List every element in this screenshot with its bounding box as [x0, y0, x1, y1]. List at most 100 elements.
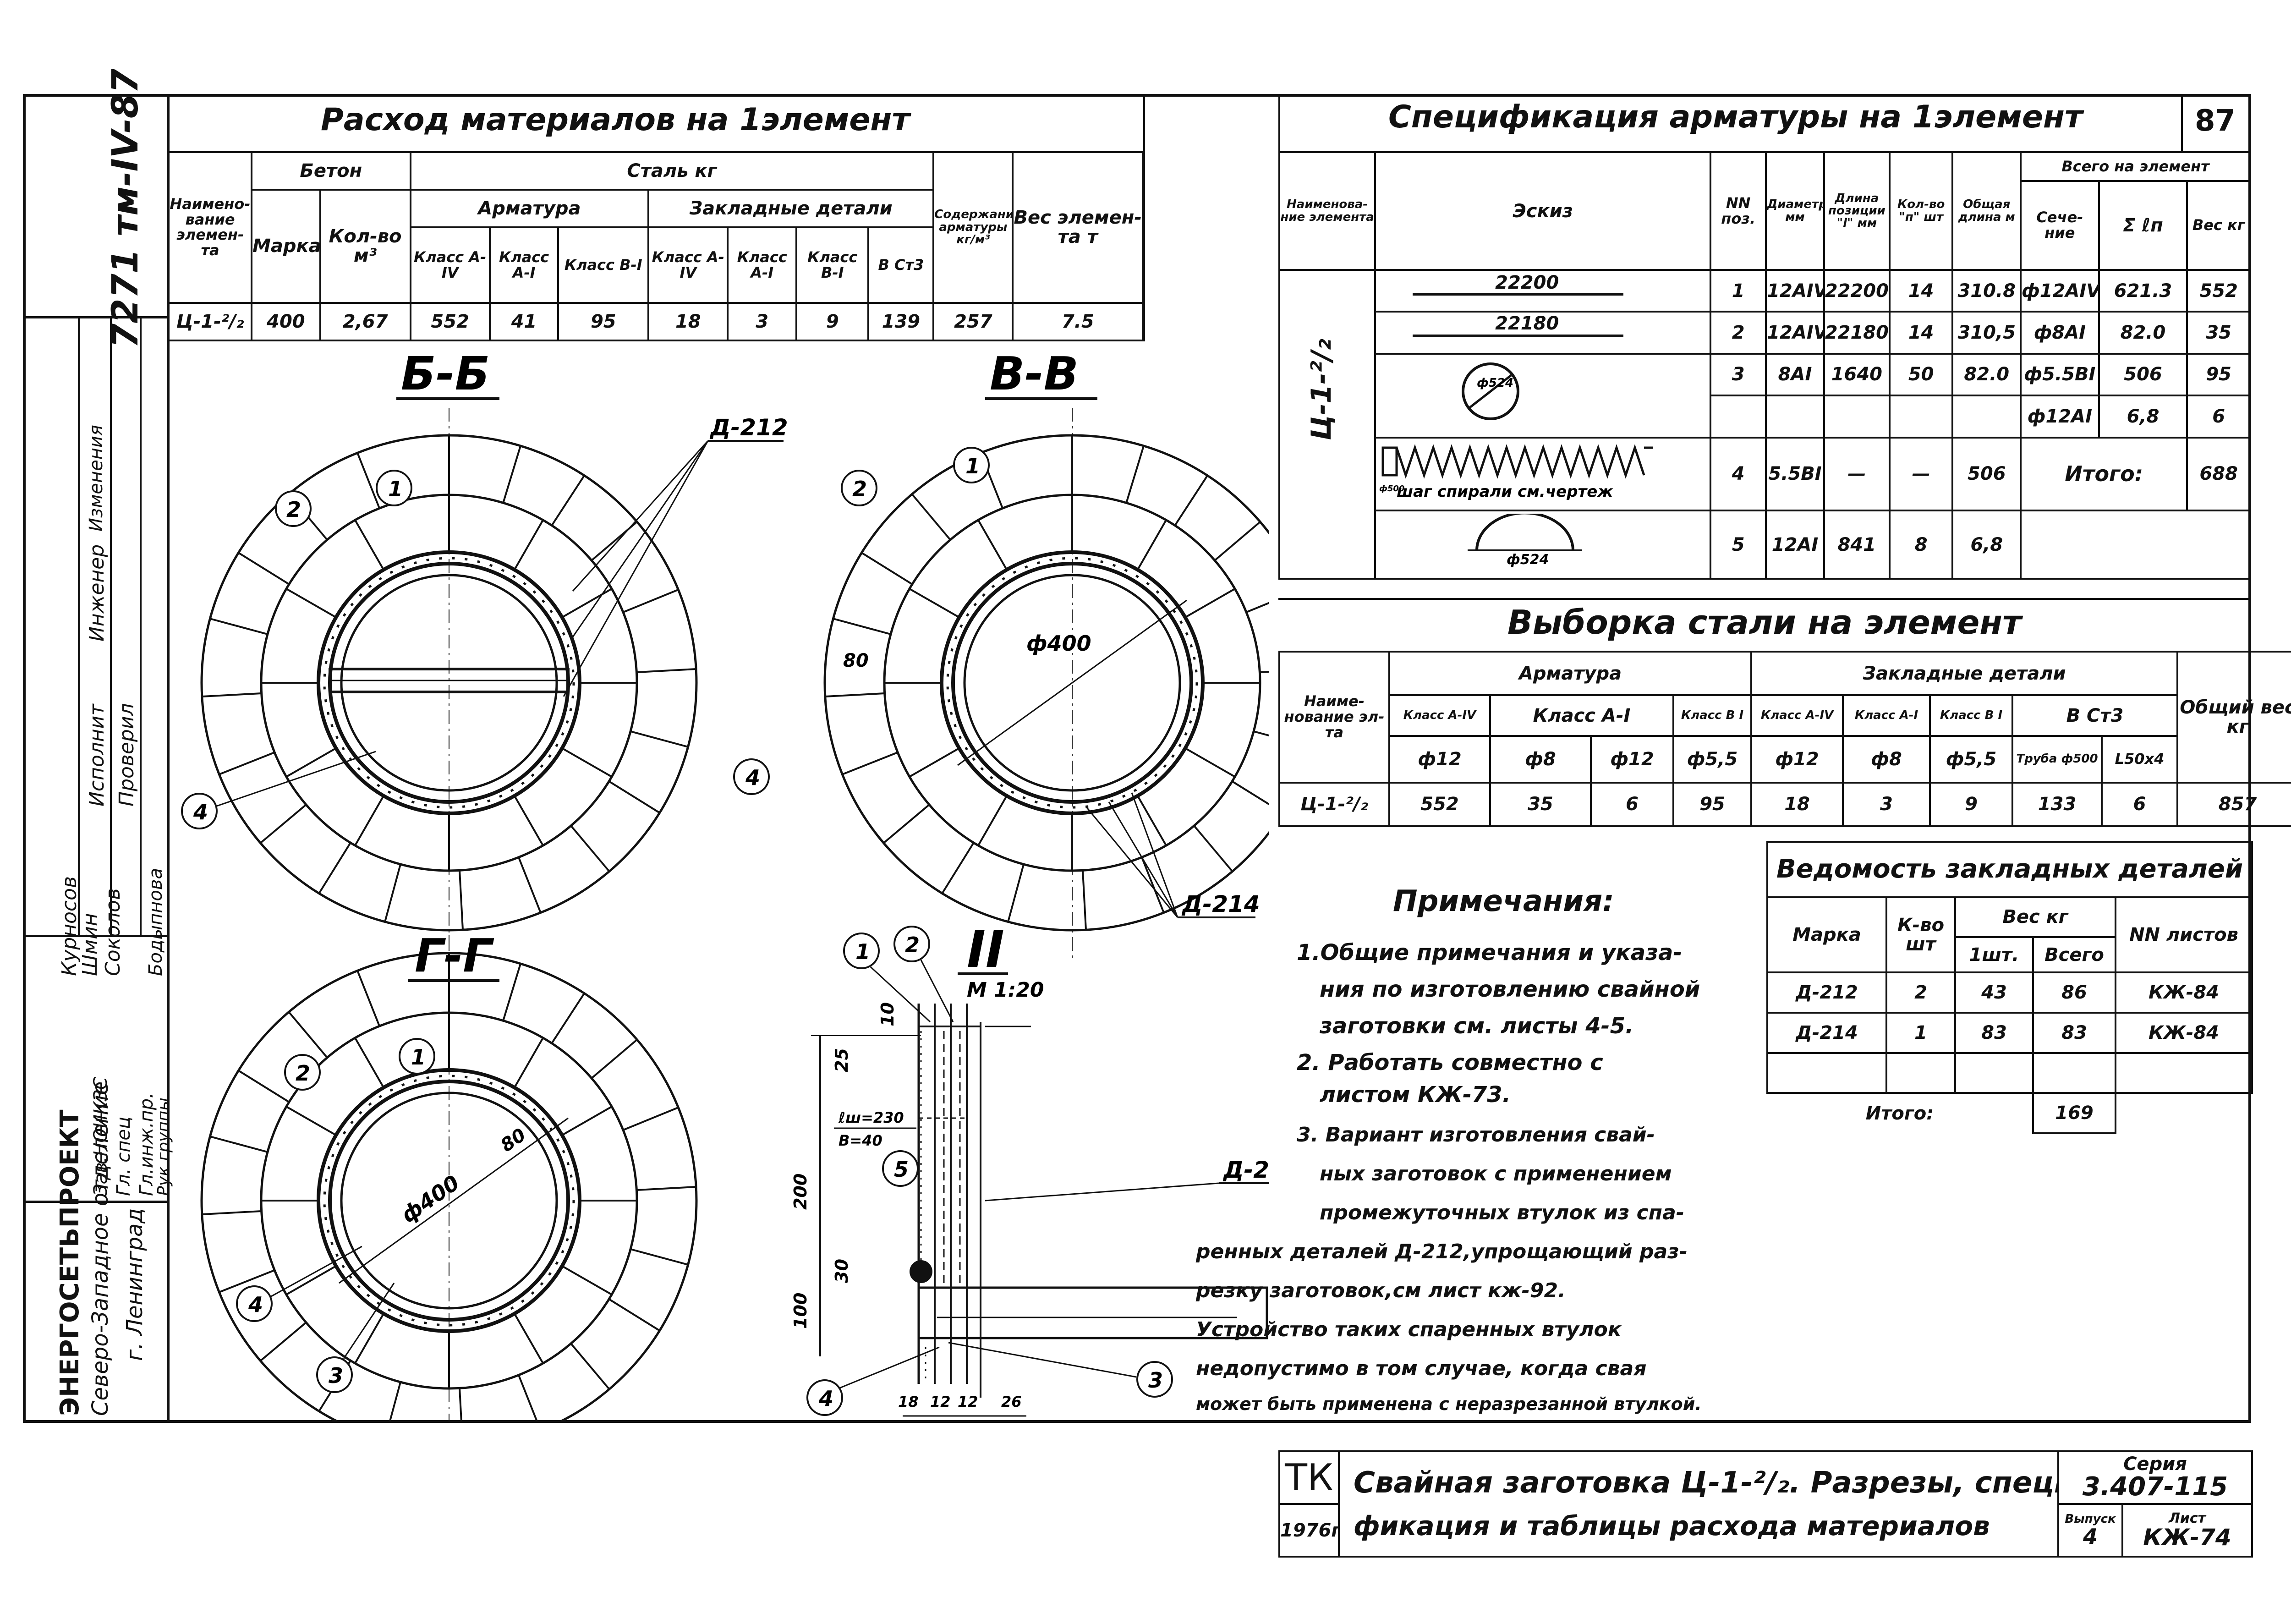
leader-line	[948, 1342, 1137, 1378]
name-label: Курносов	[58, 876, 81, 976]
cell: 552	[2186, 269, 2251, 313]
cell: 50	[1888, 352, 1954, 397]
class-header: Класс В-I	[557, 226, 650, 304]
note-line: недопустимо в том случае, когда свая	[1196, 1357, 1647, 1380]
sel-rebar-header: Арматура	[1388, 650, 1753, 697]
cell: 3	[727, 302, 797, 342]
cell: 95	[1672, 781, 1753, 828]
cell: 22200	[1823, 269, 1891, 313]
cell: 9	[795, 302, 870, 342]
cell: 506	[1951, 436, 2022, 512]
cell: 552	[1388, 781, 1491, 828]
callout-1	[953, 447, 990, 483]
sketch-1-bar	[1413, 293, 1624, 296]
role-label: Проверил	[115, 703, 138, 807]
diameter-line	[339, 1117, 569, 1284]
cell	[2020, 510, 2251, 580]
spiral-sketch: шаг спирали см.чертеж ф500	[1379, 444, 1654, 500]
sketch-3-dim: ф524	[1477, 376, 1513, 390]
cell: 82.0	[1951, 352, 2022, 397]
section-bb-label: Б-Б	[401, 347, 490, 401]
cell: 86	[2032, 971, 2116, 1014]
sel-class: Класс А-I	[1842, 694, 1931, 737]
detail-dim: 25	[832, 1048, 852, 1072]
spec-total-value: 688	[2186, 436, 2251, 512]
section-gg-phi: ф400	[396, 1170, 464, 1228]
leader-line	[563, 440, 709, 697]
sketch-4-dim: ф500	[1379, 484, 1404, 494]
detail-dim: 200	[790, 1174, 811, 1210]
cell: 2	[1710, 311, 1767, 355]
callout-4	[236, 1285, 273, 1322]
sel-embedded-header: Закладные детали	[1750, 650, 2179, 697]
section-gg-dim80: 80	[497, 1125, 530, 1157]
callout-1	[399, 1038, 435, 1075]
sketch-1-label: 22200	[1495, 272, 1559, 294]
sel-class: Класс А-I	[1489, 694, 1674, 737]
detail-dim: 10	[877, 1002, 898, 1026]
spec-diam-header: Диаметр мм	[1765, 151, 1825, 271]
cell: КЖ-84	[2114, 971, 2253, 1014]
cell: 310,5	[1951, 311, 2022, 355]
cell: 841	[1823, 510, 1891, 580]
sketch-1: 22200	[1374, 269, 1712, 313]
cell: 6,8	[2098, 395, 2188, 439]
sel-class: Класс А-IV	[1388, 694, 1491, 737]
issue-value: 4	[2083, 1524, 2098, 1549]
spec-sum-header: Σ ℓп	[2098, 180, 2188, 271]
materials-table: Наимено- вание элемен- та Бетон Сталь кг…	[167, 151, 1144, 342]
role-label: Исполнит	[85, 704, 109, 807]
cell: 18	[647, 302, 729, 342]
callout-2	[284, 1054, 321, 1091]
spec-weight-header: Вес кг	[2186, 180, 2251, 271]
sel-diam: ф8	[1842, 735, 1931, 784]
class-header: В Ст3	[867, 226, 935, 304]
concrete-header: Бетон	[251, 151, 411, 191]
cell	[1823, 395, 1891, 439]
note-line: промежуточных втулок из спа-	[1320, 1201, 1685, 1224]
emb-weight-header: Вес кг	[1954, 896, 2116, 938]
detail-dim: 12	[930, 1393, 951, 1410]
cell: 83	[2032, 1011, 2116, 1054]
cell	[1951, 395, 2022, 439]
emb-mark-header: Марка	[1766, 896, 1887, 974]
spec-all-header: Всего на элемент	[2020, 151, 2251, 182]
cell: 35	[2186, 311, 2251, 355]
role-label: Гл. спец	[113, 1116, 134, 1196]
leader-line	[215, 751, 376, 807]
role-label: Гл.инж.пр.	[136, 1092, 157, 1196]
callout-1	[843, 933, 880, 969]
sel-angle: L50х4	[2101, 735, 2179, 784]
concrete-mark-header: Марка	[251, 189, 321, 304]
selection-title: Выборка стали на элемент	[1507, 603, 2022, 642]
spec-title: Спецификация арматуры на 1элемент	[1388, 99, 2083, 135]
spec-pos-header: NN поз.	[1710, 151, 1767, 271]
callout-3	[316, 1356, 353, 1393]
sketch-2-bar	[1413, 335, 1624, 338]
side-code: 7271 тм-IV-87	[105, 68, 146, 348]
cell: 6	[2101, 781, 2179, 828]
cell: 310.8	[1951, 269, 2022, 313]
cell: 18	[1750, 781, 1844, 828]
cell: ф12АIV	[2020, 269, 2100, 313]
detail-lw: ℓш=230	[838, 1109, 904, 1126]
cell: ф5.5ВI	[2020, 352, 2100, 397]
materials-title: Расход материалов на 1элемент	[321, 102, 910, 138]
class-header: Класс А-I	[727, 226, 797, 304]
leader-line	[870, 966, 931, 1023]
section-vv-ring	[825, 435, 1269, 930]
section-vv-phi: ф400	[1026, 631, 1091, 656]
cell: 22180	[1823, 311, 1891, 355]
section-vv-d214: Д-214	[1181, 891, 1260, 917]
detail-section	[910, 1004, 1268, 1398]
cell	[1765, 395, 1825, 439]
callout-2-label: 2	[905, 933, 920, 957]
note-line: может быть применена с неразрезанной вту…	[1196, 1394, 1702, 1414]
cell: 552	[409, 302, 491, 342]
note-line: 1.Общие примечания и указа-	[1297, 940, 1683, 966]
org-city: г. Ленинград	[122, 1208, 148, 1361]
spec-qty-header: Кол-во "п" шт	[1888, 151, 1954, 271]
cell: 4	[1710, 436, 1767, 512]
detail-scale: М 1:20	[967, 978, 1044, 1002]
sketch-2-label: 22180	[1495, 313, 1559, 335]
